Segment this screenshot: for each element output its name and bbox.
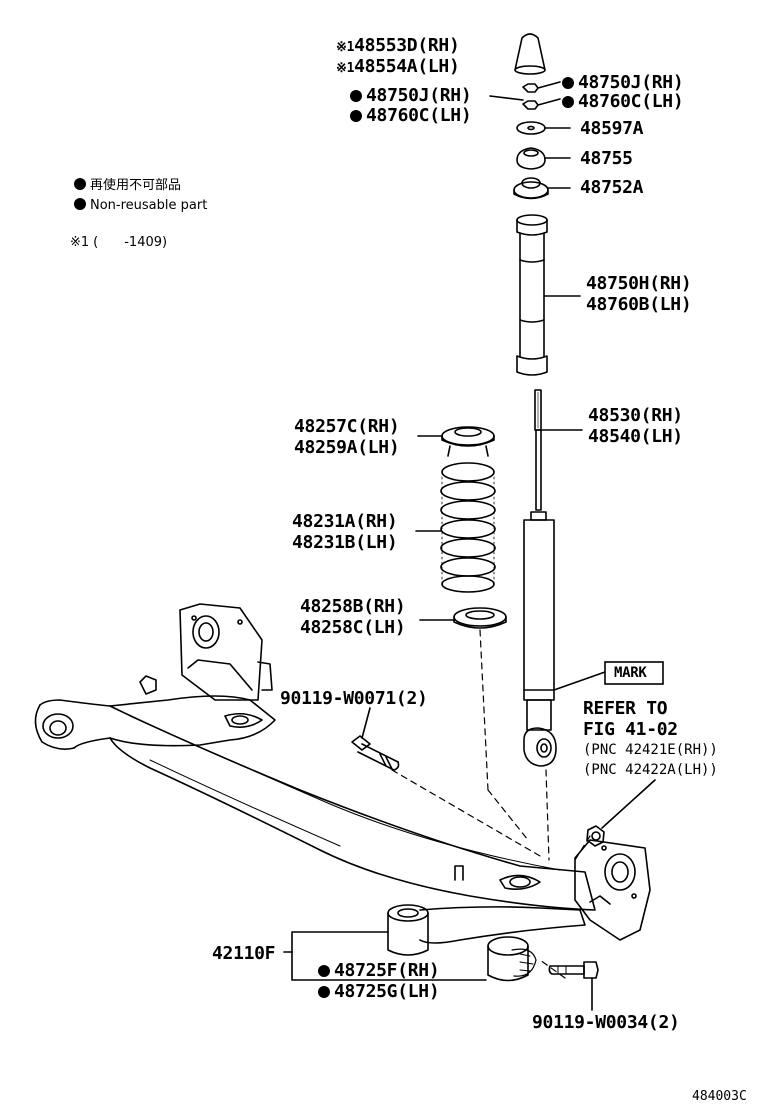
label-bushing-rh: 48725F(RH)	[318, 960, 440, 981]
non-reusable-dot-icon	[74, 178, 86, 190]
nut-upper-drawing	[522, 83, 539, 93]
bolt-upper-drawing	[351, 735, 400, 771]
part-number: 42110F	[212, 943, 276, 964]
asterisk-mark: ※1	[336, 61, 355, 76]
part-number: 48760C(LH)	[366, 105, 472, 126]
label-upper-insulator-lh: 48259A(LH)	[294, 437, 400, 458]
label-coil-spring-lh: 48231B(LH)	[292, 532, 398, 553]
part-number: 48554A(LH)	[354, 56, 460, 77]
label-absorber-lh: 48540(LH)	[588, 426, 683, 447]
cushion-drawing	[516, 147, 546, 170]
label-nut-right-lh: 48760C(LH)	[562, 91, 684, 112]
bolt-lower-drawing	[548, 961, 599, 979]
label-upper-insulator-rh: 48257C(RH)	[294, 416, 400, 437]
label-bushing-lh: 48725G(LH)	[318, 981, 440, 1002]
coil-spring-drawing	[440, 462, 496, 593]
dust-cover-drawing	[516, 214, 548, 376]
label-coil-spring-rh: 48231A(RH)	[292, 511, 398, 532]
legend-en-text: Non-reusable part	[90, 198, 208, 213]
legend-en: Non-reusable part	[74, 198, 207, 214]
bump-stopper-cover-drawing	[514, 33, 546, 75]
part-number: 48725G(LH)	[334, 981, 440, 1002]
refer-to-label: REFER TO	[583, 698, 668, 719]
label-dust-cover-rh: 48750H(RH)	[586, 273, 692, 294]
label-absorber-rh: 48530(RH)	[588, 405, 683, 426]
footnote-text: ( -1409)	[93, 235, 168, 250]
part-number: 48750J(RH)	[578, 72, 684, 93]
fig-ref-label: FIG 41-02	[583, 719, 678, 740]
mark-label: MARK	[614, 665, 647, 681]
label-washer: 48597A	[580, 118, 644, 139]
axle-beam-drawing	[34, 603, 651, 956]
label-dust-cover-lh: 48760B(LH)	[586, 294, 692, 315]
label-bump-cover-rh: ※148553D(RH)	[336, 35, 460, 58]
part-number: 48725F(RH)	[334, 960, 440, 981]
bushing-drawing	[487, 936, 537, 982]
mark-box	[604, 661, 664, 685]
non-reusable-dot-icon	[74, 198, 86, 210]
non-reusable-dot-icon	[318, 965, 330, 977]
non-reusable-dot-icon	[350, 110, 362, 122]
label-lower-insulator-lh: 48258C(LH)	[300, 617, 406, 638]
part-number: 48553D(RH)	[354, 35, 460, 56]
footnote: ※1( -1409)	[70, 235, 167, 251]
label-beam: 42110F	[212, 943, 276, 964]
part-number: 48760C(LH)	[578, 91, 684, 112]
label-nut-left-lh: 48760C(LH)	[350, 105, 472, 126]
non-reusable-dot-icon	[562, 77, 574, 89]
label-cushion: 48755	[580, 148, 633, 169]
label-lower-insulator-rh: 48258B(RH)	[300, 596, 406, 617]
non-reusable-dot-icon	[350, 90, 362, 102]
pnc-lh-label: (PNC 42422A(LH))	[583, 762, 718, 778]
legend-jp: 再使用不可部品	[74, 178, 181, 194]
legend-jp-text: 再使用不可部品	[90, 178, 182, 193]
asterisk-mark: ※1	[336, 40, 355, 55]
label-nut-right-rh: 48750J(RH)	[562, 72, 684, 93]
label-bolt-upper: 90119-W0071(2)	[280, 688, 428, 709]
non-reusable-dot-icon	[318, 986, 330, 998]
part-number: 48750J(RH)	[366, 85, 472, 106]
support-drawing	[513, 177, 549, 200]
non-reusable-dot-icon	[562, 96, 574, 108]
pnc-rh-label: (PNC 42421E(RH))	[583, 742, 718, 758]
shock-absorber-drawing	[523, 389, 557, 767]
label-nut-left-rh: 48750J(RH)	[350, 85, 472, 106]
washer-drawing	[516, 121, 546, 135]
lower-insulator-drawing	[453, 607, 507, 629]
label-support: 48752A	[580, 177, 644, 198]
footnote-mark: ※1	[70, 235, 90, 250]
diagram-id: 484003C	[692, 1089, 747, 1104]
upper-insulator-drawing	[441, 426, 495, 457]
label-bolt-lower: 90119-W0034(2)	[532, 1012, 680, 1033]
label-bump-cover-lh: ※148554A(LH)	[336, 56, 460, 79]
nut-lower-drawing	[522, 100, 539, 110]
